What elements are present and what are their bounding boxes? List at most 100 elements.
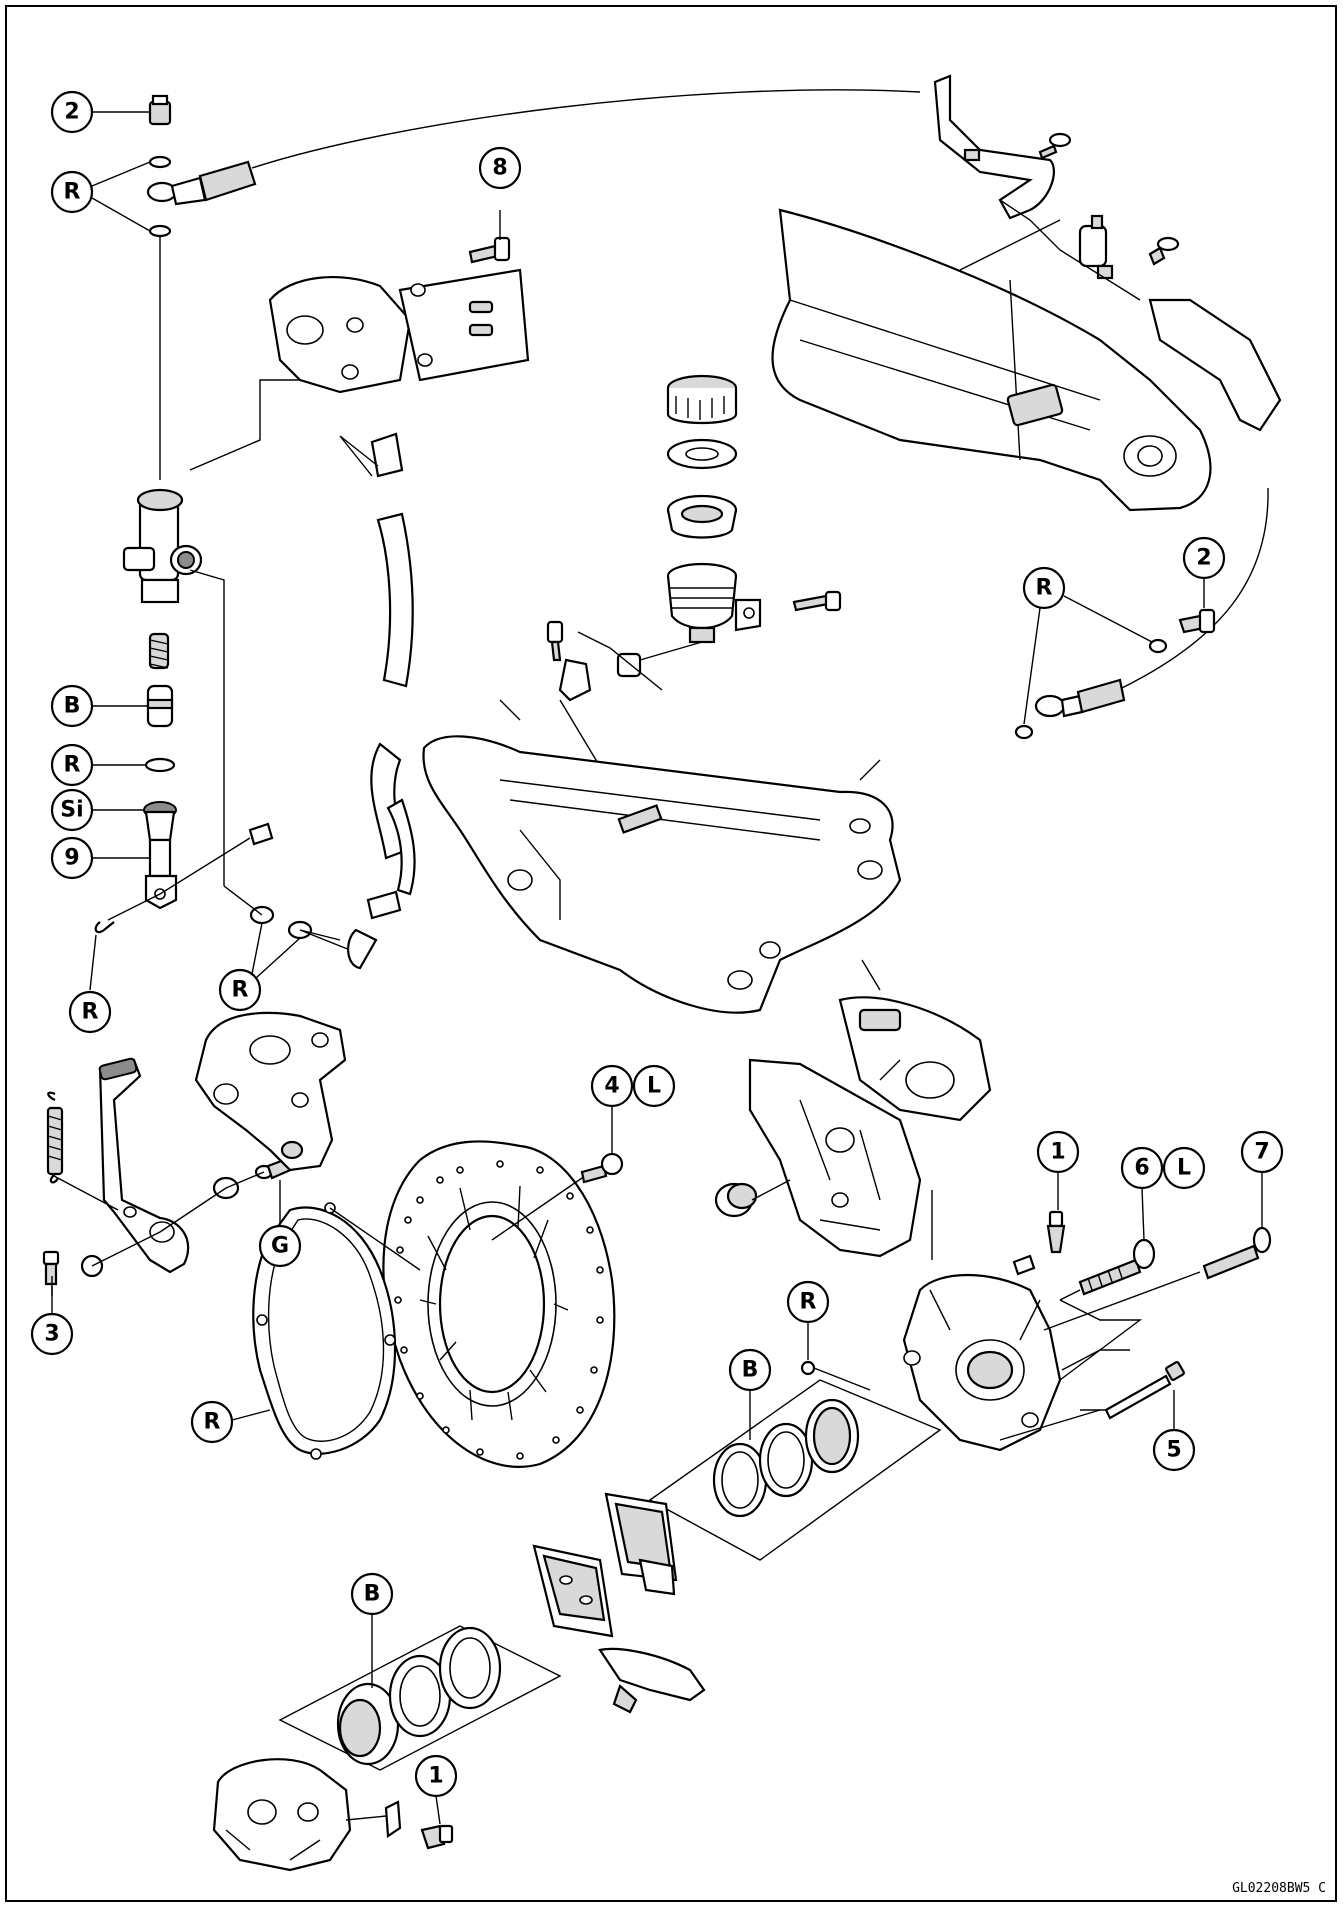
circlip	[144, 757, 176, 773]
master-cylinder-spring	[148, 632, 170, 670]
callout-8: 8	[478, 146, 522, 190]
svg-text:R: R	[1036, 576, 1053, 601]
reservoir-bolt	[792, 590, 842, 612]
svg-text:R: R	[232, 978, 249, 1003]
pedal-return-spring	[46, 1091, 64, 1184]
callout-6: 6	[1120, 1146, 1164, 1190]
svg-text:3: 3	[44, 1322, 59, 1347]
reservoir-body	[666, 562, 762, 644]
reservoir-diaphragm	[666, 494, 738, 539]
callout-r-cotter-pin: R	[68, 990, 112, 1034]
brake-disc	[382, 1140, 616, 1468]
svg-text:1: 1	[1050, 1140, 1065, 1165]
svg-text:R: R	[64, 753, 81, 778]
reservoir-mount-bracket	[546, 620, 642, 702]
rear-subframe	[422, 699, 902, 1014]
bracket-bolt-8	[468, 236, 511, 264]
brake-pedal	[98, 1057, 190, 1274]
dust-boot	[143, 801, 177, 842]
callout-r-gasket: R	[190, 1400, 234, 1444]
svg-text:R: R	[204, 1410, 221, 1435]
caliper-bolt-6	[1078, 1238, 1156, 1296]
svg-text:R: R	[82, 1000, 99, 1025]
svg-text:R: R	[800, 1290, 817, 1315]
svg-text:B: B	[364, 1582, 381, 1607]
callout-1-left: 1	[414, 1754, 458, 1798]
reservoir-cap	[666, 374, 738, 425]
svg-text:4: 4	[604, 1074, 619, 1099]
piston-seals-left	[278, 1625, 562, 1771]
callout-7: 7	[1240, 1130, 1284, 1174]
rear-master-cylinder	[122, 488, 203, 604]
brake-pad-inner	[532, 1544, 614, 1638]
callout-1-right: 1	[1036, 1130, 1080, 1174]
grab-rail-bolt	[1038, 132, 1072, 160]
reservoir-hose-line	[251, 89, 1269, 691]
svg-text:7: 7	[1254, 1140, 1269, 1165]
bracket-collar	[714, 1182, 758, 1218]
callout-g: G	[258, 1224, 302, 1268]
page-frame	[5, 5, 1337, 1902]
caliper-bracket	[748, 1058, 922, 1258]
banjo-bolt-2-right	[1178, 608, 1216, 634]
push-rod-clevis	[144, 838, 178, 910]
svg-text:2: 2	[1196, 546, 1211, 571]
svg-text:G: G	[271, 1234, 289, 1259]
callout-2-right: 2	[1182, 536, 1226, 580]
caliper-body-left	[212, 1758, 352, 1872]
reservoir-hose	[339, 432, 416, 970]
callout-5: 5	[1152, 1428, 1196, 1472]
rubber-damper	[1078, 214, 1114, 280]
cotter-pin	[94, 921, 115, 934]
caliper-bolt-7	[1202, 1226, 1272, 1280]
callout-b-seals-right: B	[728, 1348, 772, 1392]
svg-text:5: 5	[1166, 1438, 1181, 1463]
reservoir-plate	[666, 438, 738, 470]
callout-b-piston: B	[50, 684, 94, 728]
svg-text:L: L	[647, 1074, 661, 1099]
banjo-washer-right-top	[1148, 638, 1168, 654]
disc-gasket	[252, 1202, 397, 1460]
callout-r-circlip: R	[50, 743, 94, 787]
swingarm-frame	[771, 208, 1282, 512]
banjo-fitting-right	[1034, 678, 1126, 718]
pad-pin-5	[1104, 1361, 1185, 1420]
banjo-washer-right-bottom	[1014, 724, 1034, 740]
callout-9-pushrod: 9	[50, 836, 94, 880]
svg-text:B: B	[64, 694, 81, 719]
callout-r-washers-top: R	[50, 170, 94, 214]
bleed-valve-left	[384, 1800, 454, 1850]
callout-l-6: L	[1162, 1146, 1206, 1190]
svg-text:9: 9	[64, 846, 79, 871]
callout-si-boot: Si	[50, 788, 94, 832]
caliper-holder	[838, 996, 992, 1122]
pedal-bolt-3	[42, 1250, 60, 1286]
clevis-pin	[248, 822, 274, 846]
callout-l-4: L	[632, 1064, 676, 1108]
caliper-body-right	[902, 1273, 1062, 1452]
svg-text:L: L	[1177, 1156, 1191, 1181]
callout-b-seals-left: B	[350, 1572, 394, 1616]
copper-washer-top	[148, 155, 172, 169]
svg-text:B: B	[742, 1358, 759, 1383]
pad-spring	[598, 1647, 706, 1714]
svg-text:1: 1	[428, 1764, 443, 1789]
svg-text:R: R	[64, 180, 81, 205]
bleed-valve-right	[1012, 1210, 1066, 1276]
piston-seals-right	[648, 1379, 942, 1561]
callout-4: 4	[590, 1064, 634, 1108]
master-cylinder-bracket	[268, 268, 530, 394]
svg-text:2: 2	[64, 100, 79, 125]
drawing-code: GL02208BW5 C	[1232, 1881, 1326, 1896]
callout-r-washers-right: R	[1022, 566, 1066, 610]
callout-2-top: 2	[50, 90, 94, 134]
top-bolt-right	[1148, 236, 1180, 266]
disc-bolt-4	[580, 1152, 624, 1184]
copper-washer-bottom	[148, 224, 172, 238]
banjo-fitting-top	[146, 160, 257, 206]
svg-text:8: 8	[492, 156, 507, 181]
svg-text:6: 6	[1134, 1156, 1149, 1181]
svg-text:Si: Si	[60, 798, 83, 823]
brake-pad-outer	[604, 1492, 678, 1596]
banjo-bolt-2-top	[148, 94, 172, 126]
